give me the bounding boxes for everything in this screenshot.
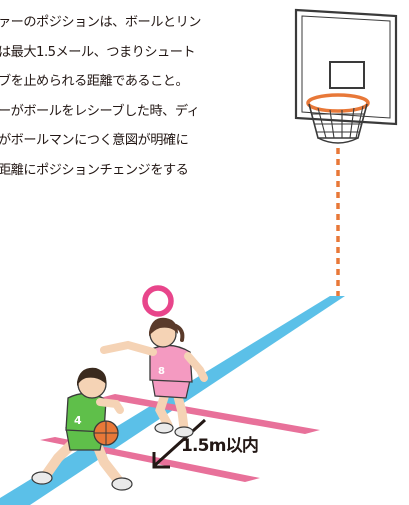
- court-line: [0, 296, 345, 505]
- distance-label: 1.5m以内: [181, 436, 259, 456]
- defender-player-icon: 8: [100, 317, 208, 438]
- explanation-line: は最大1.5メール、つまりシュート: [0, 44, 196, 60]
- explanation-line: ァーのポジションは、ボールとリン: [0, 15, 202, 30]
- explanation-text: ァーのポジションは、ボールとリン は最大1.5メール、つまりシュート ブを止めら…: [0, 8, 290, 185]
- basketball-hoop-icon: [294, 8, 398, 144]
- distance-arrow-icon: [152, 418, 207, 469]
- explanation-line: ブを止められる距離であること。: [0, 74, 189, 89]
- explanation-line: ーがボールをレシーブした時、ディ: [0, 103, 200, 119]
- svg-text:8: 8: [158, 366, 165, 377]
- attacker-player-icon: 4: [31, 367, 133, 491]
- svg-text:4: 4: [74, 414, 82, 427]
- explanation-line: がボールマンにつく意図が明確に: [0, 133, 189, 148]
- explanation-line: 距離にポジションチェンジをする: [0, 162, 189, 178]
- correct-circle-icon: [142, 285, 174, 317]
